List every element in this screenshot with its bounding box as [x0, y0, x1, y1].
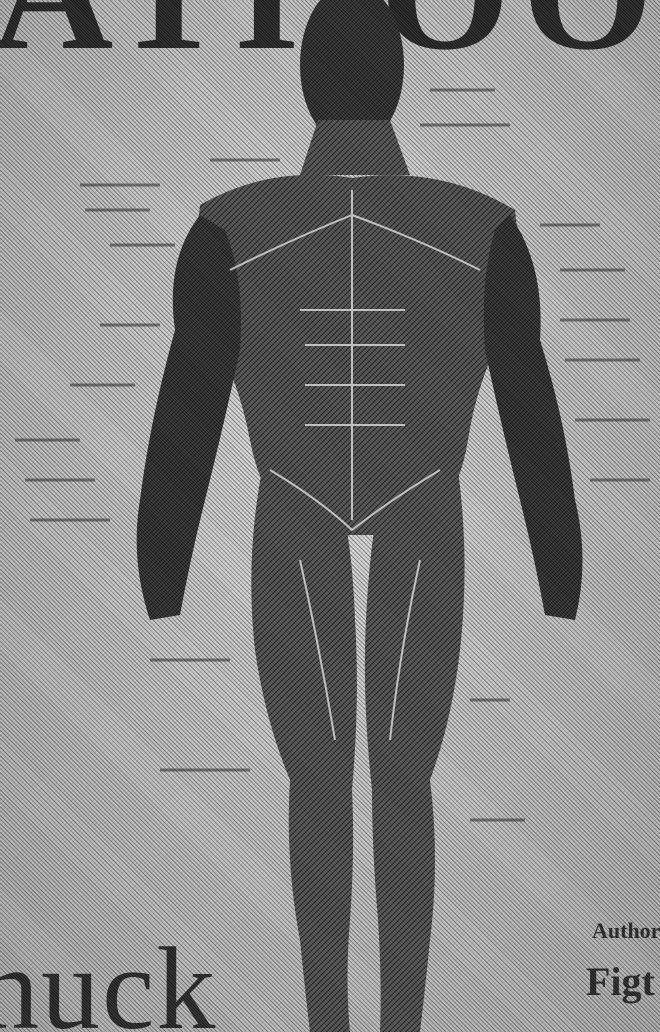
corner-label-fig: Figt [586, 958, 655, 1005]
left-leg-shape [251, 470, 357, 1032]
torso-shape [190, 175, 525, 535]
poster-title-bottom: huck [0, 930, 217, 1032]
left-arm-shape [137, 215, 241, 620]
neck-shape [300, 120, 410, 175]
right-arm-shape [484, 215, 583, 620]
right-leg-shape [365, 470, 465, 1032]
corner-label-author: Author [592, 918, 660, 944]
